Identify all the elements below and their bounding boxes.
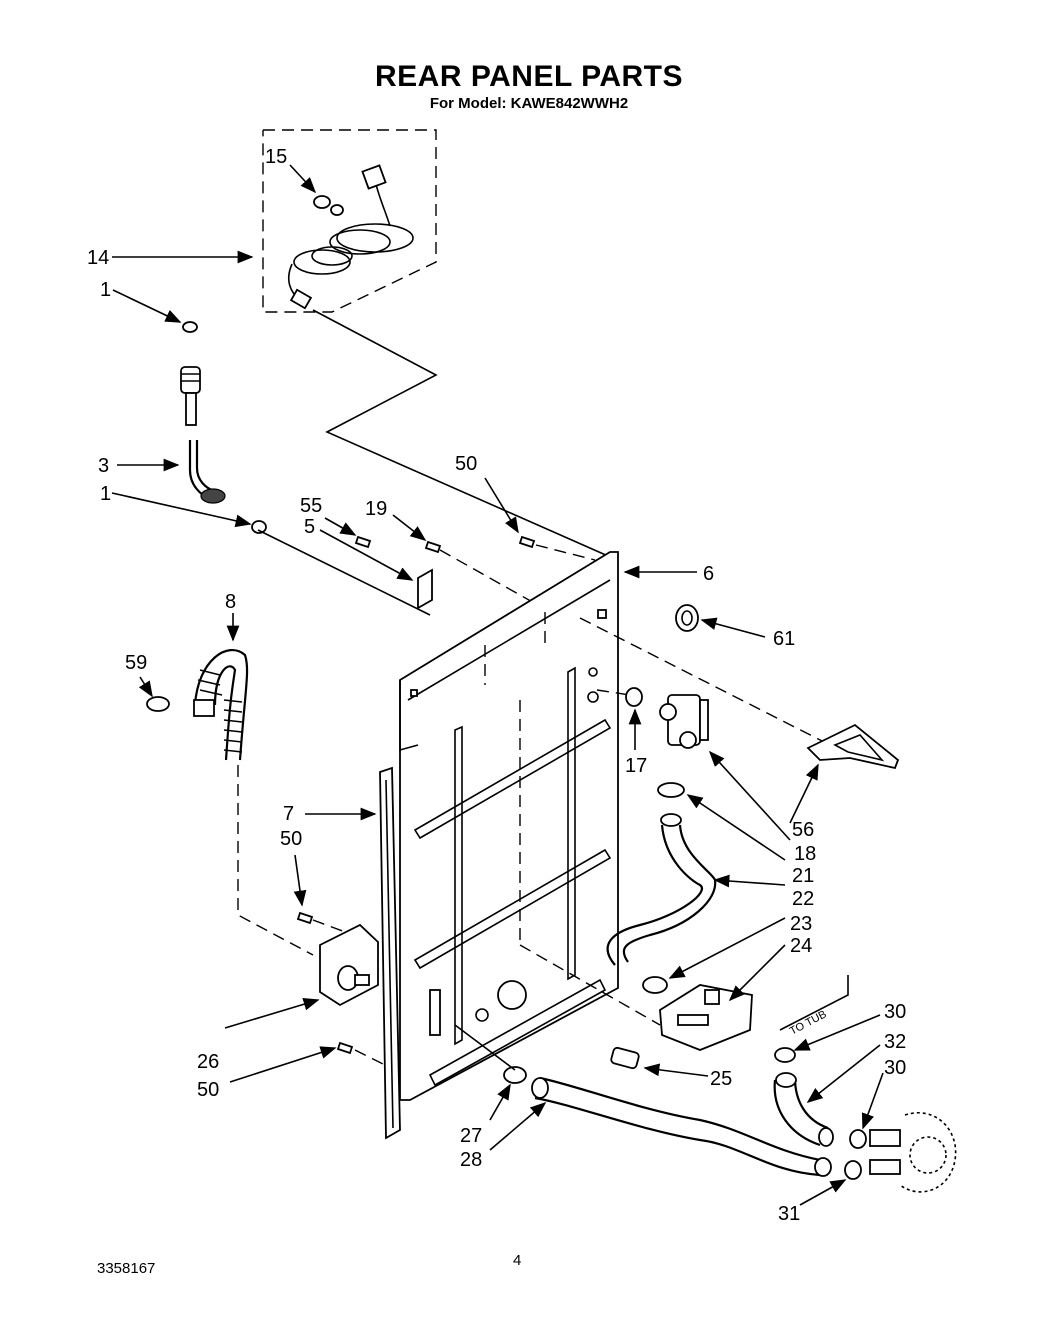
inlet-hose-part-3[interactable] <box>188 440 226 504</box>
callout-5: 5 <box>304 516 315 538</box>
bracket-part-56[interactable] <box>806 723 900 770</box>
callout-55: 55 <box>300 495 322 517</box>
callout-26: 26 <box>197 1051 219 1073</box>
clamp-part-31[interactable] <box>844 1160 862 1180</box>
callout-1-top: 1 <box>100 279 111 301</box>
screw-part-19[interactable] <box>424 540 442 554</box>
callout-19: 19 <box>365 498 387 520</box>
document-number: 3358167 <box>97 1260 156 1277</box>
callout-14: 14 <box>87 247 109 269</box>
drain-hose-part-28[interactable] <box>531 1076 832 1177</box>
clamp-part-30-upper[interactable] <box>774 1047 796 1063</box>
screw-part-50-middle[interactable] <box>296 911 314 925</box>
clip-part-25[interactable] <box>610 1046 640 1070</box>
screw-part-55[interactable] <box>354 535 372 549</box>
callout-15: 15 <box>265 146 287 168</box>
callout-21: 21 <box>792 865 814 887</box>
power-cord-part-14[interactable] <box>288 164 414 310</box>
to-tub-label: TO TUB <box>788 1008 829 1037</box>
callout-24: 24 <box>790 935 812 957</box>
clamp-part-23[interactable] <box>642 976 668 994</box>
callout-25: 25 <box>710 1068 732 1090</box>
clamp-part-59[interactable] <box>146 696 170 712</box>
bushing-part-61[interactable] <box>675 604 699 632</box>
pump-assembly[interactable] <box>869 1112 957 1193</box>
callout-56: 56 <box>792 819 814 841</box>
inlet-fitting[interactable] <box>180 366 201 426</box>
callout-8: 8 <box>225 591 236 613</box>
clamp-part-21[interactable] <box>657 782 685 798</box>
callout-28: 28 <box>460 1149 482 1171</box>
bracket-part-26[interactable] <box>319 923 379 1007</box>
washer-part-17[interactable] <box>625 687 643 707</box>
callout-59: 59 <box>125 652 147 674</box>
washer-part-1-bottom[interactable] <box>251 520 267 534</box>
callout-23: 23 <box>790 913 812 935</box>
callout-1-bottom: 1 <box>100 483 111 505</box>
callout-30-lower: 30 <box>884 1057 906 1079</box>
screw-part-50-top[interactable] <box>518 535 536 549</box>
callout-61: 61 <box>773 628 795 650</box>
bracket-part-5[interactable] <box>417 568 433 610</box>
power-cord-inset <box>262 129 437 313</box>
drain-hose-part-8[interactable] <box>193 649 249 761</box>
callout-31: 31 <box>778 1203 800 1225</box>
callout-30-upper: 30 <box>884 1001 906 1023</box>
clamp-part-30-lower[interactable] <box>849 1129 867 1149</box>
callout-6: 6 <box>703 563 714 585</box>
callout-7: 7 <box>283 803 294 825</box>
page-number: 4 <box>513 1252 522 1269</box>
model-subtitle: For Model: KAWE842WWH2 <box>429 95 629 112</box>
cord-clip-part-15[interactable] <box>313 195 344 216</box>
callout-50-middle: 50 <box>280 828 302 850</box>
side-rail-part-7[interactable] <box>379 766 401 1140</box>
water-valve-part-18[interactable] <box>659 694 709 749</box>
rear-panel-part-6[interactable] <box>399 551 619 1101</box>
callout-17: 17 <box>625 755 647 777</box>
clamp-part-27[interactable] <box>503 1066 527 1084</box>
hose-part-22[interactable] <box>606 813 717 966</box>
callout-27: 27 <box>460 1125 482 1147</box>
washer-part-1-top[interactable] <box>182 321 198 333</box>
pump-bracket-part-24[interactable] <box>659 984 753 1051</box>
page-title: REAR PANEL PARTS <box>374 60 684 93</box>
callout-50-top: 50 <box>455 453 477 475</box>
screw-part-50-bottom[interactable] <box>336 1041 354 1055</box>
callout-18: 18 <box>794 843 816 865</box>
callout-50-bottom: 50 <box>197 1079 219 1101</box>
callout-32: 32 <box>884 1031 906 1053</box>
callout-3: 3 <box>98 455 109 477</box>
callout-22: 22 <box>792 888 814 910</box>
hose-part-32[interactable] <box>773 1072 834 1147</box>
